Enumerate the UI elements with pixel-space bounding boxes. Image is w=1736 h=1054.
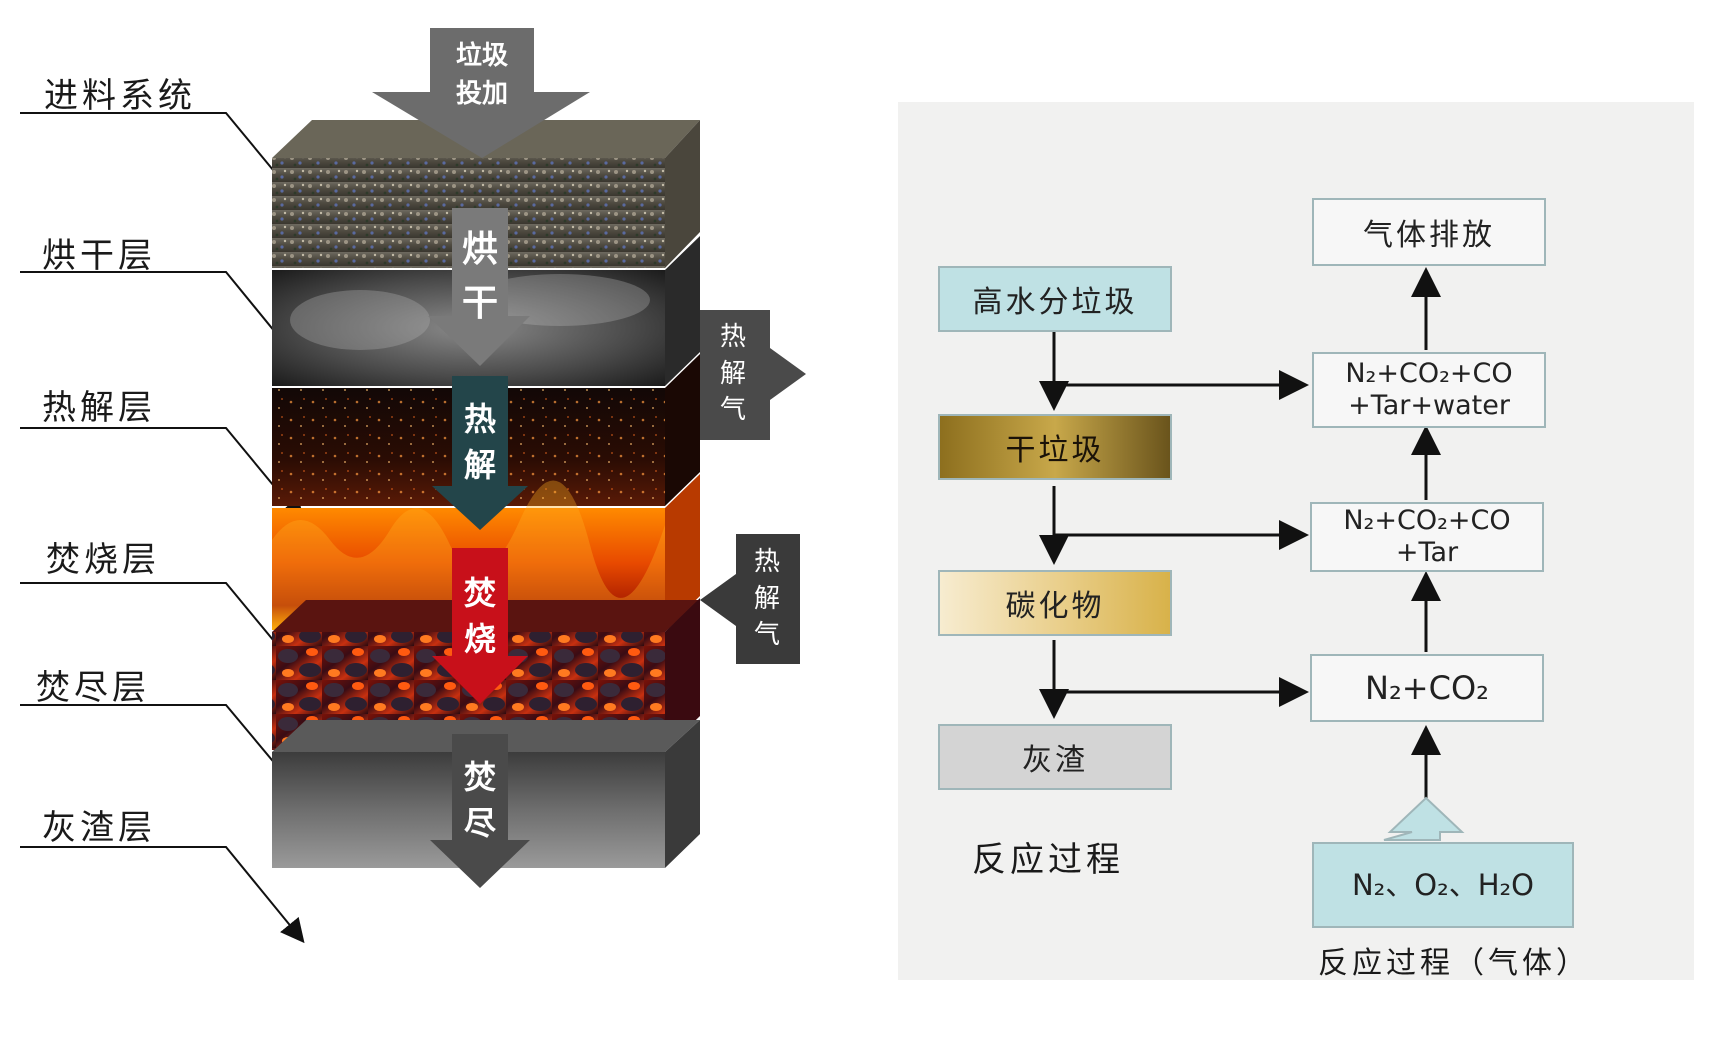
- label-ash-layer: 灰渣层: [42, 808, 156, 848]
- trash-side-face: [665, 120, 700, 268]
- box-gas-mixture-1: N₂+CO₂+CO +Tar+water: [1312, 352, 1546, 428]
- dry-arrow: [428, 208, 530, 366]
- caption-reaction-process-gas: 反应过程（气体）: [1318, 946, 1590, 981]
- pyrolysis-arrow-label: 热解: [463, 400, 496, 485]
- leader-ash: [20, 846, 305, 944]
- spark-side-face: [665, 354, 700, 506]
- inlet-label: N₂、O₂、H₂O: [1351, 867, 1535, 902]
- burn-arrow-label: 焚烧: [463, 574, 496, 659]
- label-burn-layer: 焚烧层: [46, 540, 160, 580]
- pyrolysis-gas-out-arrow: [700, 310, 806, 440]
- burnout-arrow-label: 焚尽: [463, 758, 496, 843]
- gas2-line2: +Tar: [1395, 537, 1459, 568]
- caption-reaction-process: 反应过程: [972, 840, 1124, 880]
- burn-arrow: [432, 548, 528, 704]
- input-arrow-label: 垃圾投加: [455, 41, 508, 109]
- box-inlet-gases: N₂、O₂、H₂O: [1312, 842, 1574, 928]
- burnout-arrow: [430, 734, 530, 888]
- input-arrow: [372, 28, 590, 158]
- box-high-moisture-waste: 高水分垃圾: [938, 266, 1172, 332]
- label-dry-layer: 烘干层: [42, 236, 156, 276]
- ash-side-face: [665, 720, 700, 868]
- gas1-line2: +Tar+water: [1348, 390, 1510, 421]
- gas1-line1: N₂+CO₂+CO: [1345, 357, 1513, 389]
- box-gas-exhaust: 气体排放: [1312, 198, 1546, 266]
- smoke-side-face: [665, 236, 700, 386]
- label-feed-system: 进料系统: [44, 76, 196, 116]
- label-burnout-layer: 焚尽层: [36, 668, 150, 708]
- pyrolysis-gas-out-label: 热解气: [719, 322, 746, 426]
- gas3-label: N₂+CO₂: [1365, 668, 1489, 707]
- pyrolysis-gas-in-label: 热解气: [753, 547, 780, 651]
- box-dry-waste: 干垃圾: [938, 414, 1172, 480]
- pyrolysis-gas-in-arrow: [700, 534, 800, 664]
- inlet-up-arrow: [1383, 796, 1465, 841]
- dry-arrow-label: 烘干: [461, 228, 498, 324]
- box-gas-mixture-2: N₂+CO₂+CO +Tar: [1310, 502, 1544, 572]
- coal-side-face: [665, 598, 700, 750]
- box-gas-mixture-3: N₂+CO₂: [1310, 654, 1544, 722]
- box-ash: 灰渣: [938, 724, 1172, 790]
- pyrolysis-arrow: [432, 376, 528, 530]
- box-char: 碳化物: [938, 570, 1172, 636]
- gas2-line1: N₂+CO₂+CO: [1343, 504, 1511, 536]
- fire-side-face: [665, 474, 700, 630]
- label-pyrolysis-layer: 热解层: [42, 388, 156, 428]
